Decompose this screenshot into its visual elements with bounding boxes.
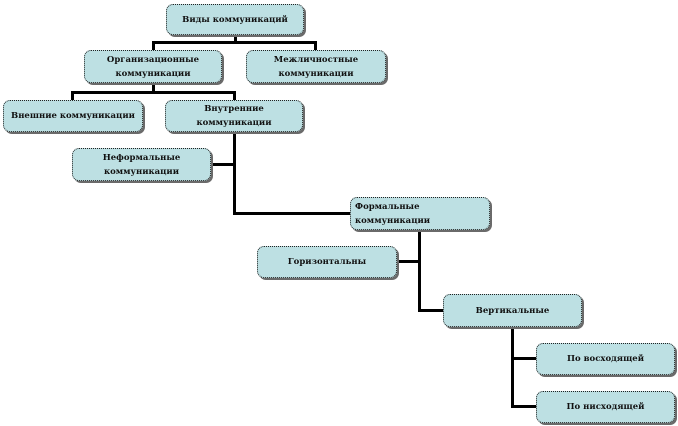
node-label-line2: коммуникации bbox=[103, 166, 180, 177]
node-label: Внутренние коммуникации bbox=[196, 104, 272, 128]
connector-root-left-drop bbox=[152, 41, 155, 51]
node-label-line1: Формальные bbox=[355, 202, 420, 212]
connector-vertical bbox=[418, 309, 444, 312]
connector-vertical-trunk bbox=[511, 326, 514, 408]
connector-horizontal bbox=[396, 260, 420, 263]
node-label: Вертикальные bbox=[475, 305, 550, 316]
node-informal: Неформальные коммуникации bbox=[72, 148, 211, 181]
connector-formal-trunk bbox=[418, 229, 421, 312]
connector-formal bbox=[233, 212, 351, 215]
node-label: По восходящей bbox=[567, 354, 644, 364]
connector-informal bbox=[210, 163, 235, 166]
connector-root-bar bbox=[152, 41, 317, 44]
connector-org-left-drop bbox=[71, 91, 74, 101]
node-label-line1: Неформальные bbox=[102, 152, 181, 163]
node-formal: Формальные коммуникации bbox=[350, 197, 490, 230]
node-internal: Внутренние коммуникации bbox=[165, 100, 303, 132]
node-downward: По нисходящей bbox=[536, 391, 675, 423]
node-label-line2: коммуникации bbox=[278, 68, 354, 79]
connector-org-right-drop bbox=[233, 91, 236, 101]
node-external: Внешние коммуникации bbox=[3, 100, 143, 132]
connector-downward bbox=[511, 405, 537, 408]
node-horizontal: Горизонтальны bbox=[257, 246, 397, 278]
node-label: По нисходящей bbox=[566, 402, 645, 412]
connector-root-right-drop bbox=[314, 41, 317, 51]
node-label: Горизонтальны bbox=[287, 257, 367, 267]
connector-org-stem bbox=[152, 83, 155, 93]
node-label-line2: коммуникации bbox=[355, 216, 431, 226]
connector-internal-trunk bbox=[233, 131, 236, 215]
node-vertical: Вертикальные bbox=[443, 294, 582, 327]
connector-upward bbox=[511, 357, 537, 360]
node-label-line1: Организационные bbox=[106, 54, 200, 65]
node-organizational: Организационные коммуникации bbox=[84, 50, 222, 83]
connector-root-stem bbox=[234, 35, 237, 43]
node-label-line2: коммуникации bbox=[115, 68, 191, 79]
node-label: Внешние коммуникации bbox=[11, 111, 135, 121]
node-upward: По восходящей bbox=[536, 343, 675, 375]
connector-org-bar bbox=[71, 91, 236, 94]
node-label: Виды коммуникаций bbox=[182, 14, 288, 25]
node-communication-types: Виды коммуникаций bbox=[166, 4, 304, 35]
node-interpersonal: Межличностные коммуникации bbox=[246, 50, 386, 83]
node-label-line1: Межличностные bbox=[273, 54, 359, 65]
